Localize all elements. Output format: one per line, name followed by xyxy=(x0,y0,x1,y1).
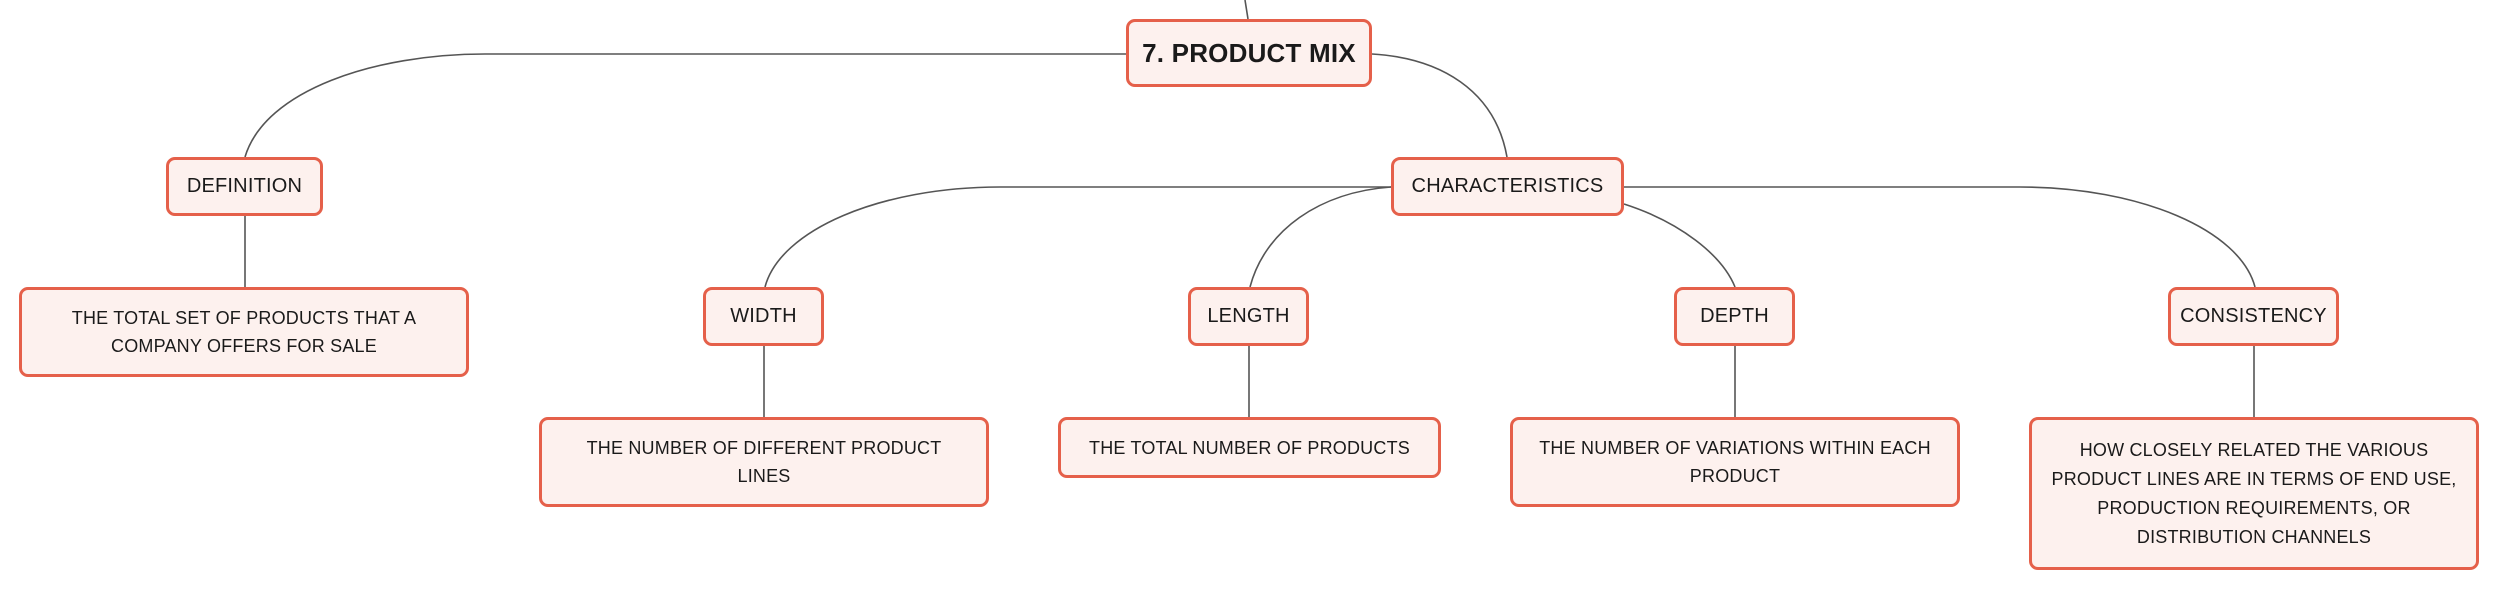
root-node-product-mix[interactable]: 7. PRODUCT MIX xyxy=(1126,19,1372,87)
node-width[interactable]: WIDTH xyxy=(703,287,824,346)
connector-root-to-characteristics xyxy=(1371,53,1508,158)
node-length-text[interactable]: THE TOTAL NUMBER OF PRODUCTS xyxy=(1058,417,1441,478)
node-definition[interactable]: DEFINITION xyxy=(166,157,323,216)
node-depth[interactable]: DEPTH xyxy=(1674,287,1795,346)
node-width-text[interactable]: THE NUMBER OF DIFFERENT PRODUCT LINES xyxy=(539,417,989,507)
connector-root-to-definition xyxy=(244,53,1126,158)
connector-characteristics-to-consistency xyxy=(1624,186,2256,288)
connector-characteristics-to-width xyxy=(764,186,1391,288)
node-length[interactable]: LENGTH xyxy=(1188,287,1309,346)
node-characteristics[interactable]: CHARACTERISTICS xyxy=(1391,157,1624,216)
node-consistency-text[interactable]: HOW CLOSELY RELATED THE VARIOUS PRODUCT … xyxy=(2029,417,2479,570)
connector-characteristics-to-length xyxy=(1249,186,1392,288)
connector-root-incoming xyxy=(1244,0,1249,20)
node-consistency[interactable]: CONSISTENCY xyxy=(2168,287,2339,346)
node-definition-text[interactable]: THE TOTAL SET OF PRODUCTS THAT A COMPANY… xyxy=(19,287,469,377)
node-depth-text[interactable]: THE NUMBER OF VARIATIONS WITHIN EACH PRO… xyxy=(1510,417,1960,507)
connector-characteristics-to-depth xyxy=(1623,203,1736,288)
